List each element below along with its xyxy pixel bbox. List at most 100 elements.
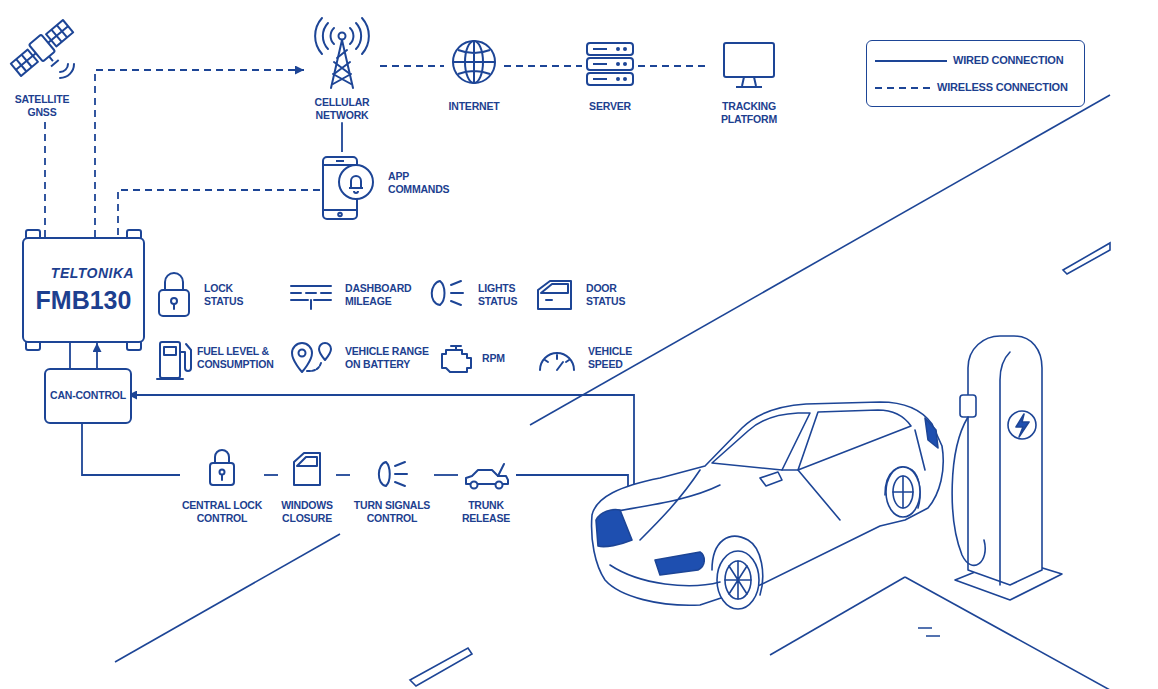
- charging-station: [1008, 411, 1036, 439]
- car-illustration: [886, 467, 920, 517]
- feature-label: DASHBOARD MILEAGE: [345, 282, 419, 308]
- illustration-part: [616, 77, 620, 81]
- satellite-icon: [9, 18, 81, 85]
- feature-icons: [540, 353, 574, 370]
- car-illustration: [798, 410, 911, 470]
- wired-connection: [264, 474, 278, 476]
- vehicle-wires: [128, 395, 634, 516]
- node-label: CENTRAL LOCK CONTROL: [180, 499, 264, 525]
- road-lines: [115, 95, 1110, 689]
- feature-label: LOCK STATUS: [204, 282, 264, 308]
- car-illustration: [592, 402, 944, 605]
- can-control-box: CAN-CONTROL: [44, 368, 132, 424]
- wireless-connection: [44, 119, 46, 237]
- node-label: TRUNK RELEASE: [458, 499, 514, 525]
- control-icons: [376, 458, 410, 490]
- car-illustration: [717, 551, 759, 609]
- vehicle-wires: [128, 395, 634, 508]
- satellite-node: SATELLITE GNSS: [7, 15, 77, 119]
- control-icons: [210, 450, 510, 490]
- car-illustration: [725, 561, 751, 599]
- feature-icons: [173, 304, 175, 309]
- charging-station: [952, 336, 1062, 600]
- control-icons: [294, 453, 320, 485]
- feature-icons: [442, 346, 471, 372]
- phone-icon: [323, 157, 373, 219]
- control-icons: [221, 475, 223, 480]
- legend-box: WIRED CONNECTIONWIRELESS CONNECTION: [866, 40, 1085, 107]
- car-illustration: [712, 413, 810, 470]
- central-lock-node: CENTRAL LOCK CONTROL: [180, 447, 264, 525]
- wireless-connection: [380, 65, 444, 67]
- legend-row: WIRED CONNECTION: [875, 47, 1076, 74]
- monitor-icon: [724, 43, 774, 77]
- feature-icons: [291, 286, 331, 309]
- signal-waves: [60, 64, 74, 78]
- feature-icons: [432, 281, 445, 305]
- feature-icons: [538, 281, 571, 309]
- legend-line-sample: [875, 60, 947, 62]
- cell-tower-icon: [315, 18, 369, 54]
- wireless-connection: [118, 190, 320, 237]
- wireless-connection: [638, 65, 709, 67]
- control-icons: [395, 462, 407, 486]
- feature-icons: [319, 343, 331, 360]
- legend-text: WIRED CONNECTION: [953, 54, 1063, 68]
- road-lines: [410, 648, 472, 686]
- illustration-part: [616, 47, 627, 81]
- legend-sample: [875, 83, 931, 93]
- feature-icons: [451, 281, 463, 305]
- internet-node: INTERNET: [444, 30, 504, 113]
- feature-icons: [159, 290, 189, 316]
- road-lines: [1063, 243, 1110, 274]
- charging-station: [1000, 352, 1010, 585]
- car-illustration: [725, 561, 751, 599]
- monitor-icon: [724, 43, 774, 87]
- car-illustration: [592, 402, 944, 609]
- network-node: CELLULAR NETWORK: [304, 22, 380, 122]
- feature-icons: [164, 347, 176, 355]
- feature-icons: [545, 355, 569, 370]
- control-icons: [498, 464, 504, 476]
- node-label: CELLULAR NETWORK: [304, 96, 380, 122]
- feature-label: VEHICLE SPEED: [588, 345, 646, 371]
- trunk-node: TRUNK RELEASE: [458, 447, 514, 525]
- phone-icon: [338, 213, 342, 217]
- illustration-part: [616, 47, 620, 51]
- road-lines: [918, 628, 940, 636]
- wired-connection: [82, 424, 180, 475]
- node-label: WINDOWS CLOSURE: [278, 499, 336, 525]
- car-illustration: [596, 509, 632, 546]
- node-label: SATELLITE GNSS: [7, 93, 77, 119]
- cell-tower-icon: [331, 28, 354, 44]
- control-icons: [220, 470, 225, 475]
- box-label: CAN-CONTROL: [50, 390, 126, 402]
- node-label: TRACKING PLATFORM: [709, 100, 789, 126]
- illustration-part: [616, 62, 620, 66]
- feature-label: FUEL LEVEL & CONSUMPTION: [197, 345, 297, 371]
- wireless-connection: [95, 70, 304, 237]
- charging-station: [968, 336, 1042, 585]
- feature-icons: [160, 342, 180, 378]
- car-illustration: [655, 552, 704, 575]
- car-illustration: [612, 430, 925, 540]
- globe-icon: [453, 41, 495, 83]
- control-icons: [471, 482, 478, 489]
- charging-station: [952, 417, 985, 565]
- feature-icons: [541, 284, 568, 300]
- wireless-connection: [504, 65, 582, 67]
- control-icons: [379, 462, 390, 486]
- legend-sample: [875, 56, 947, 66]
- illustration-part: [623, 62, 627, 66]
- wired-connection: [434, 474, 458, 476]
- wired-connection: [341, 122, 343, 152]
- platform-node: TRACKING PLATFORM: [709, 36, 789, 126]
- feature-icons: [292, 343, 312, 372]
- app-node: APP COMMANDS: [320, 152, 468, 224]
- signal-waves: [60, 64, 74, 78]
- node-label: SERVER: [582, 100, 638, 113]
- cell-tower-icon: [315, 18, 369, 88]
- server-node: SERVER: [582, 38, 638, 113]
- feature-icons: [299, 350, 306, 357]
- cell-tower-icon: [339, 33, 346, 40]
